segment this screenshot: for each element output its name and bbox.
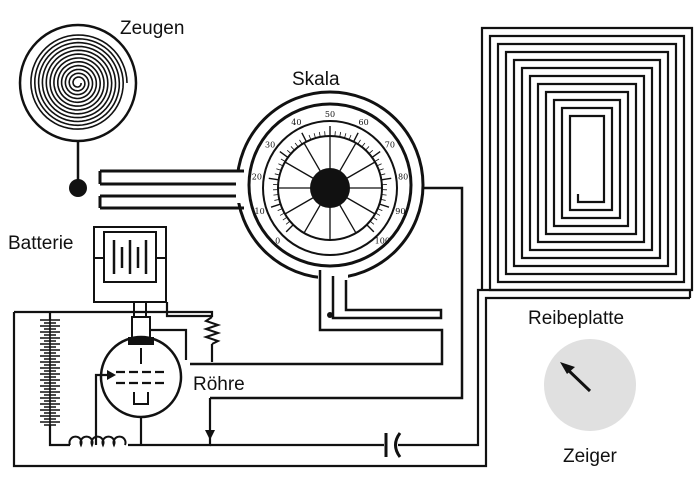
batterie [94, 227, 166, 316]
dial-tick-label: 100 [375, 236, 390, 245]
zeiger-disc [544, 339, 636, 431]
dial-tick-label: 10 [255, 207, 265, 216]
dial-tick-label: 70 [385, 141, 395, 150]
dial-tick-label: 50 [325, 110, 335, 119]
dial-tick-label: 90 [395, 207, 405, 216]
batterie-label: Batterie [8, 233, 73, 254]
resistor [206, 317, 218, 344]
dial-tick-label: 60 [359, 118, 369, 127]
roehre-tube [101, 317, 181, 445]
dial-tick-label: 80 [398, 172, 408, 181]
reibeplatte-label: Reibeplatte [528, 308, 624, 329]
feed-arrowhead [205, 430, 215, 440]
zeugen-label: Zeugen [120, 18, 184, 39]
battery-stack [40, 320, 60, 425]
zeiger-label: Zeiger [563, 446, 618, 467]
skala-label: Skala [292, 69, 340, 90]
dial-tick-label: 40 [291, 118, 301, 127]
roehre-label: Röhre [193, 374, 245, 395]
dial-tick-label: 20 [252, 172, 262, 181]
dial-hub [310, 168, 350, 208]
dial-tick-label: 30 [265, 141, 275, 150]
inductor-coil [70, 437, 126, 445]
dial-tick-label: 0 [275, 236, 280, 245]
reibeplatte-spiral [482, 28, 692, 290]
capacitor [386, 433, 400, 457]
zeugen-terminal [69, 179, 87, 197]
zeiger-disc-circle [544, 339, 636, 431]
